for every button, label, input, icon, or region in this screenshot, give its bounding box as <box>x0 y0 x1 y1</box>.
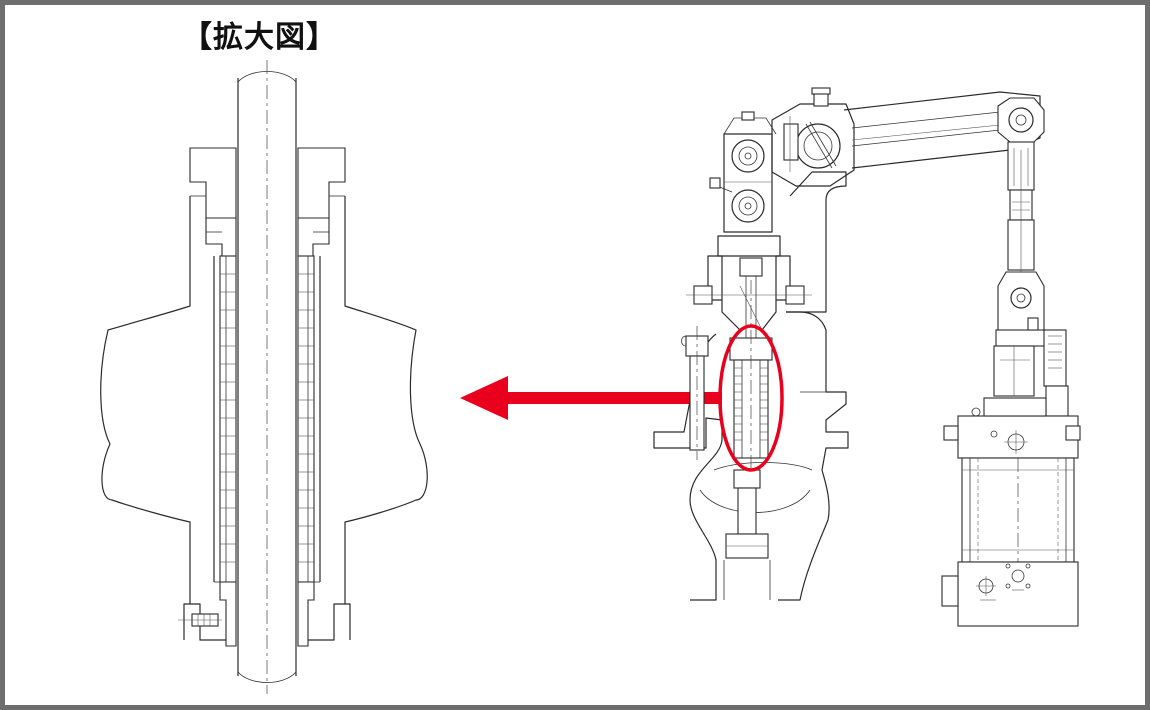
casting-outline-right <box>344 196 428 640</box>
turnbuckle <box>1007 141 1035 330</box>
packing-rings-left <box>219 255 237 583</box>
cylinder-flange <box>943 397 1081 459</box>
casting-outline-left <box>100 196 191 640</box>
valve-body-right <box>778 311 849 601</box>
bottom-bushing <box>219 581 237 647</box>
ellipse-highlight <box>718 324 784 472</box>
lever-housing <box>723 133 773 233</box>
gland-nut-right <box>297 147 346 219</box>
cylinder-barrel <box>961 457 1075 620</box>
set-screw <box>178 613 222 627</box>
assembly-drawing <box>653 87 1081 627</box>
clevis <box>997 97 1045 143</box>
arrow-left-icon <box>460 376 722 420</box>
cylinder-head <box>993 317 1069 417</box>
enlarged-view-caption: 【拡大図】 <box>182 20 337 55</box>
enlarged-view <box>100 60 428 694</box>
valve-stem <box>237 60 297 694</box>
valve-body <box>653 333 723 601</box>
gland-packing-small <box>729 280 773 470</box>
gland-nut <box>189 147 237 219</box>
left-bolt <box>681 326 709 460</box>
pivot-hub <box>771 87 855 187</box>
cylinder-end-block <box>941 561 1079 627</box>
packing-rings-right <box>297 255 315 583</box>
